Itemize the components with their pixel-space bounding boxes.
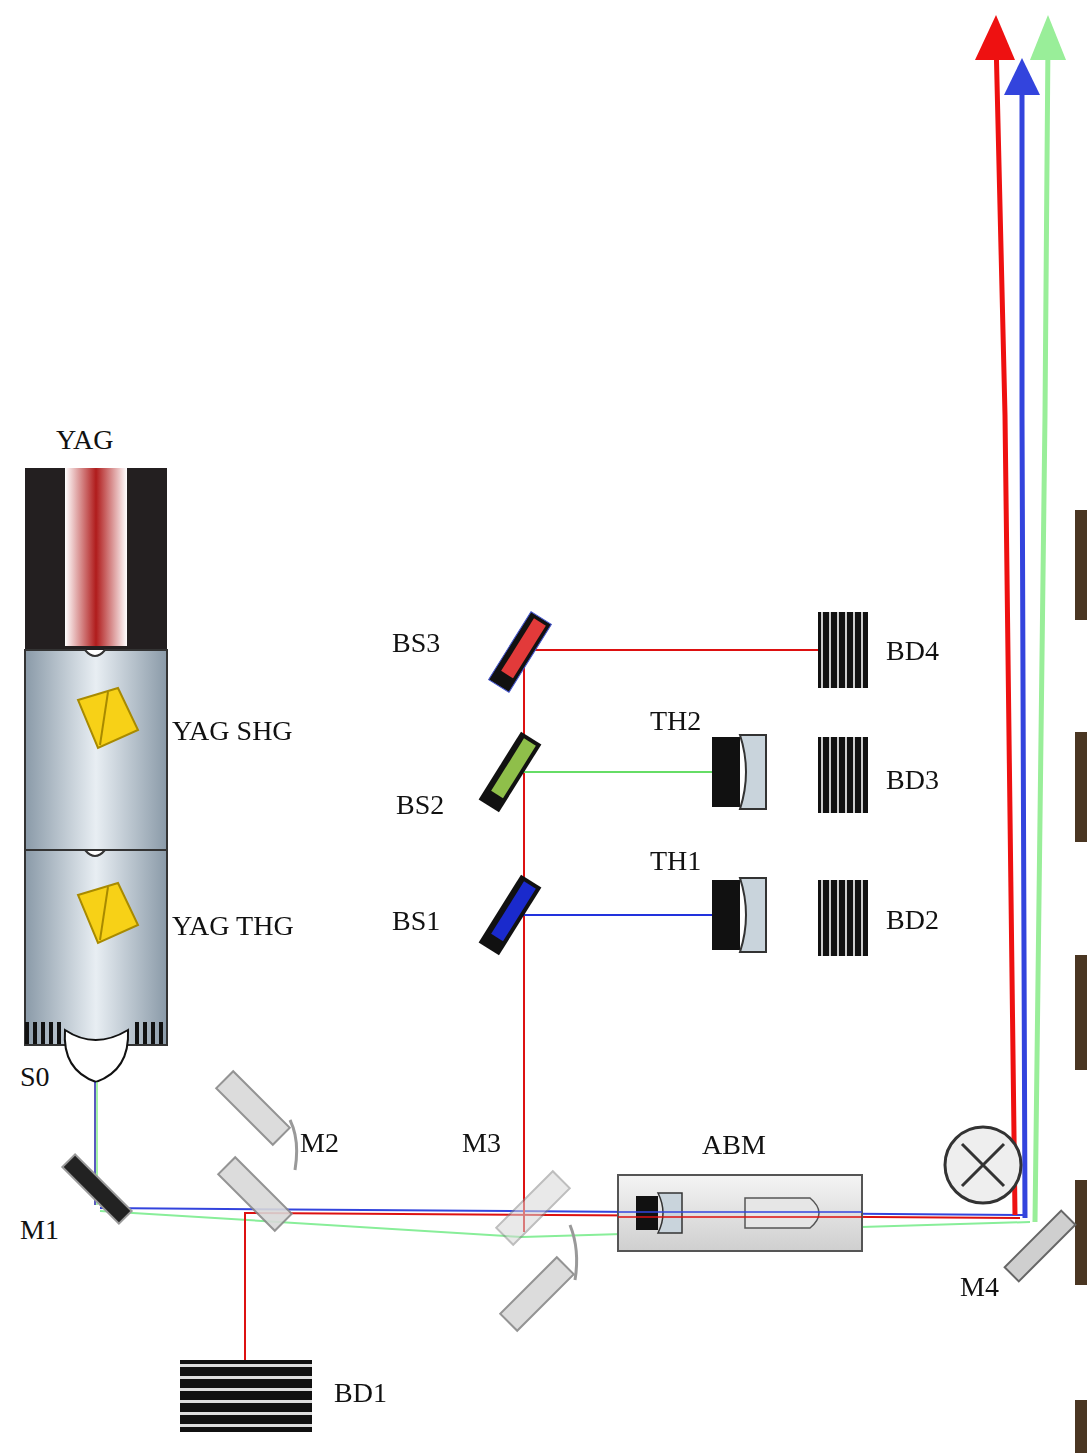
part-label: YAG THG: [172, 911, 294, 942]
part-label: BS2: [396, 790, 444, 821]
part-label: S0: [20, 1062, 50, 1093]
part-label: M2: [300, 1128, 339, 1159]
part-label: ABM: [702, 1130, 766, 1161]
part-label: M4: [960, 1272, 999, 1303]
part-label: BD1: [334, 1378, 387, 1409]
part-label: BD2: [886, 905, 939, 936]
part-label: TH1: [650, 846, 701, 877]
part-label: BD3: [886, 765, 939, 796]
part-label: BD4: [886, 636, 939, 667]
part-label: BS1: [392, 906, 440, 937]
part-label: YAG: [56, 425, 114, 456]
part-label: M1: [20, 1215, 59, 1246]
part-label: M3: [462, 1128, 501, 1159]
part-label: YAG SHG: [172, 716, 293, 747]
part-label: BS3: [392, 628, 440, 659]
part-label: TH2: [650, 706, 701, 737]
